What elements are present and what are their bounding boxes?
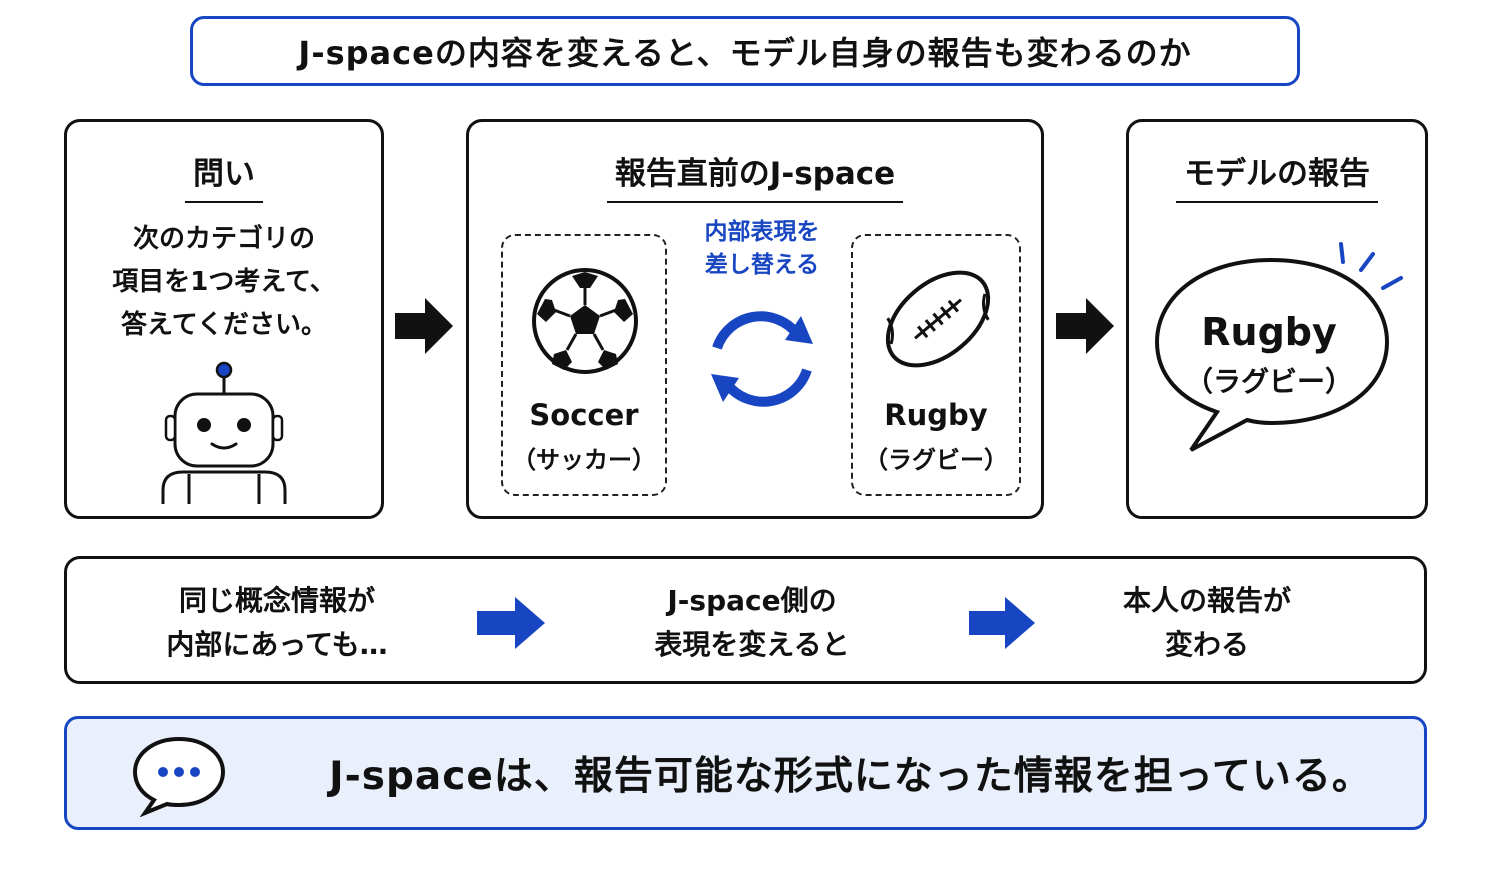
- report-answer: Rugby: [1201, 310, 1337, 354]
- question-panel: 問い 次のカテゴリの 項目を1つ考えて、 答えてください。: [64, 119, 384, 519]
- swap-label: 内部表現を 差し替える: [704, 219, 820, 278]
- arrow-right-icon: [395, 298, 453, 354]
- swap-cycle-icon: [711, 311, 813, 407]
- flow-step-3: 本人の報告が 変わる: [1122, 584, 1291, 661]
- conclusion-box: J-spaceは、報告可能な形式になった情報を担っている。: [64, 716, 1427, 830]
- flow-step-1: 同じ概念情報が 内部にあっても…: [166, 584, 388, 661]
- question-heading: 問い: [67, 148, 381, 203]
- soccer-card: Soccer （サッカー）: [501, 234, 667, 496]
- soccer-ball-icon: [532, 268, 638, 374]
- soccer-reading: （サッカー）: [512, 446, 656, 474]
- flow-step-2: J-space側の 表現を変えると: [654, 584, 850, 661]
- question-text: 次のカテゴリの 項目を1つ考えて、 答えてください。: [112, 224, 336, 340]
- rugby-card: Rugby （ラグビー）: [851, 234, 1021, 496]
- jspace-heading: 報告直前のJ-space: [469, 148, 1041, 203]
- speech-bubble-icon: [1154, 242, 1403, 452]
- robot-icon: [161, 361, 287, 504]
- jspace-panel: 報告直前のJ-space Soccer （サッカー） 内部表現を 差し替える: [466, 119, 1044, 519]
- arrow-right-icon: [477, 597, 545, 649]
- soccer-name: Soccer: [529, 398, 639, 432]
- rugby-ball-icon: [885, 270, 991, 368]
- arrow-right-icon: [969, 597, 1035, 649]
- flow-box: 同じ概念情報が 内部にあっても… J-space側の 表現を変えると 本人の報告…: [64, 556, 1427, 684]
- rugby-name: Rugby: [884, 398, 988, 432]
- rugby-reading: （ラグビー）: [864, 446, 1008, 474]
- conclusion-text: J-spaceは、報告可能な形式になった情報を担っている。: [329, 754, 1372, 799]
- report-panel: モデルの報告 Rugby （ラグビー）: [1126, 119, 1428, 519]
- report-heading: モデルの報告: [1129, 148, 1425, 203]
- diagram-title: J-spaceの内容を変えると、モデル自身の報告も変わるのか: [190, 16, 1300, 86]
- arrow-right-icon: [1056, 298, 1114, 354]
- report-answer-reading: （ラグビー）: [1184, 365, 1353, 398]
- chat-bubble-icon: [132, 736, 226, 817]
